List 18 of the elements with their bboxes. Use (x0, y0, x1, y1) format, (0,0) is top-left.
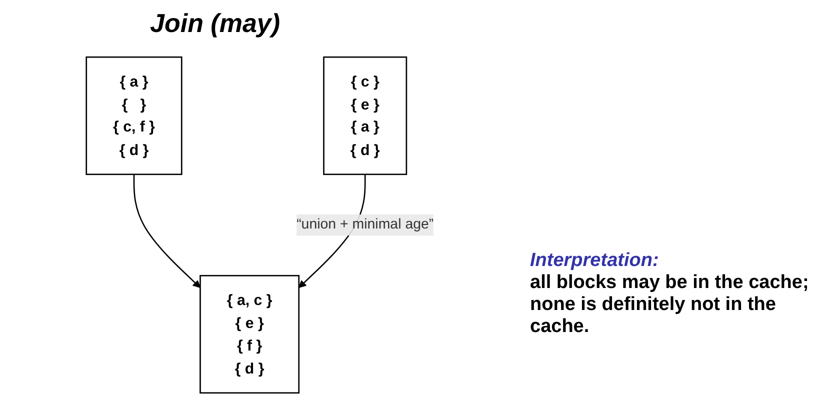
node-label: { a, c } (226, 292, 272, 309)
cache-state-table: { c } { e } { a } { d } (323, 56, 408, 176)
node-label: { a } (350, 118, 380, 136)
node-label: { e } (350, 96, 380, 113)
diagram-title: Join (may) (150, 8, 280, 39)
node-label: { d } (350, 141, 380, 158)
node-label: { f } (236, 336, 262, 354)
cache-state-table: { a, c } { e } { f } { d } (200, 274, 300, 394)
node-label: { e } (235, 314, 264, 332)
node-label: { } (122, 96, 146, 113)
interpretation-text: all blocks may be in the cache; none is definitely not in the cache. (530, 272, 809, 337)
node-label: { d } (119, 141, 149, 158)
interpretation-heading: Interpretation: (530, 250, 660, 272)
node-label: { c, f } (113, 118, 155, 136)
node-label: { a } (120, 73, 148, 90)
cache-state-table: { a } { } { c, f } { d } (86, 56, 182, 176)
node-label: { c } (350, 73, 380, 90)
node-label: { d } (234, 360, 264, 376)
